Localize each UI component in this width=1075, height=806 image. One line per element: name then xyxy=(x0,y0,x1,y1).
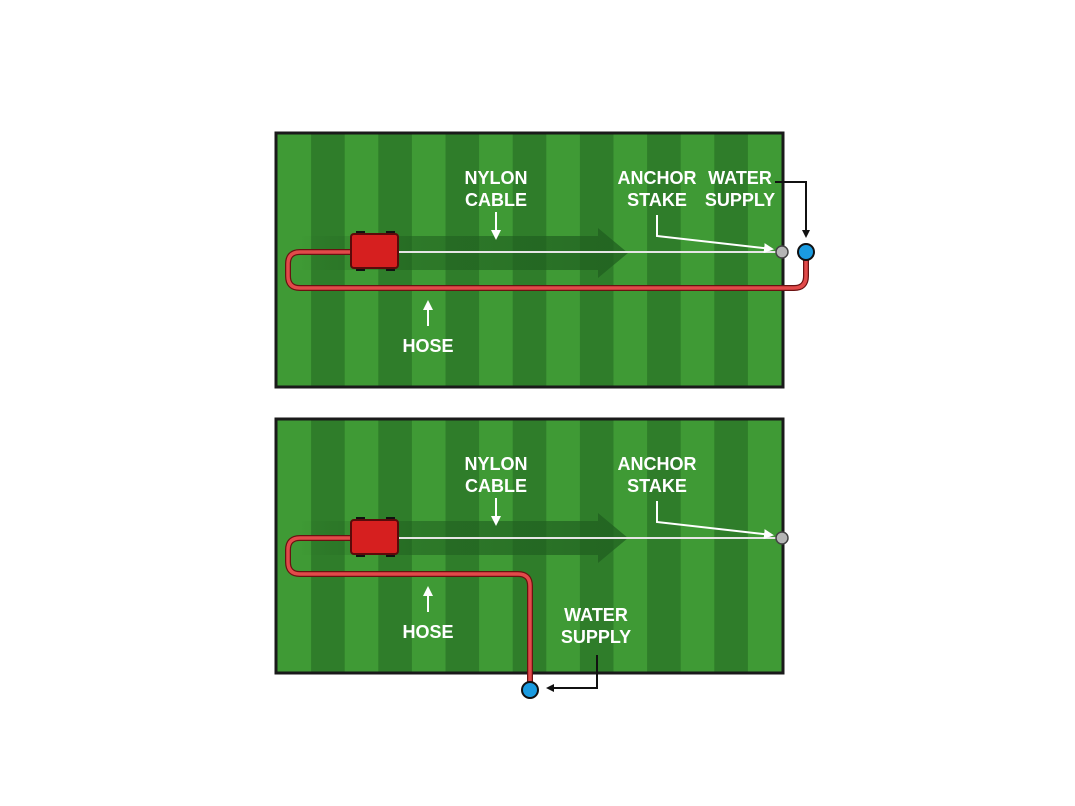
label-anchor-line2: STAKE xyxy=(627,190,687,210)
lawn-stripe xyxy=(714,134,748,386)
diagram-top: NYLON CABLE ANCHOR STAKE WATER SUPPLY HO… xyxy=(274,131,815,389)
label-water-line1: WATER xyxy=(564,605,628,625)
label-anchor-line1: ANCHOR xyxy=(618,454,697,474)
label-nylon-line2: CABLE xyxy=(465,476,527,496)
label-nylon-line1: NYLON xyxy=(465,168,528,188)
label-water-line2: SUPPLY xyxy=(561,627,631,647)
mower xyxy=(350,231,399,271)
label-water-line1: WATER xyxy=(708,168,772,188)
anchor-stake xyxy=(775,531,789,545)
anchor-stake-pointer xyxy=(656,501,774,540)
lawn-stripe xyxy=(714,420,748,672)
label-anchor-line1: ANCHOR xyxy=(618,168,697,188)
label-nylon-line1: NYLON xyxy=(465,454,528,474)
label-anchor-line2: STAKE xyxy=(627,476,687,496)
water-supply-pointer xyxy=(775,181,810,238)
water-supply-pointer xyxy=(546,655,598,692)
lawn-stripe xyxy=(647,134,681,386)
water-supply xyxy=(797,243,815,261)
anchor-stake xyxy=(775,245,789,259)
label-hose: HOSE xyxy=(402,622,453,642)
label-nylon-line2: CABLE xyxy=(465,190,527,210)
mower xyxy=(350,517,399,557)
label-hose: HOSE xyxy=(402,336,453,356)
lawn-stripe xyxy=(647,420,681,672)
hose xyxy=(286,536,532,692)
water-supply xyxy=(521,681,539,699)
label-water-line2: SUPPLY xyxy=(705,190,775,210)
hose xyxy=(286,250,808,290)
diagram-bottom: NYLON CABLE ANCHOR STAKE WATER SUPPLY HO… xyxy=(274,417,789,699)
anchor-stake-pointer xyxy=(656,215,774,254)
